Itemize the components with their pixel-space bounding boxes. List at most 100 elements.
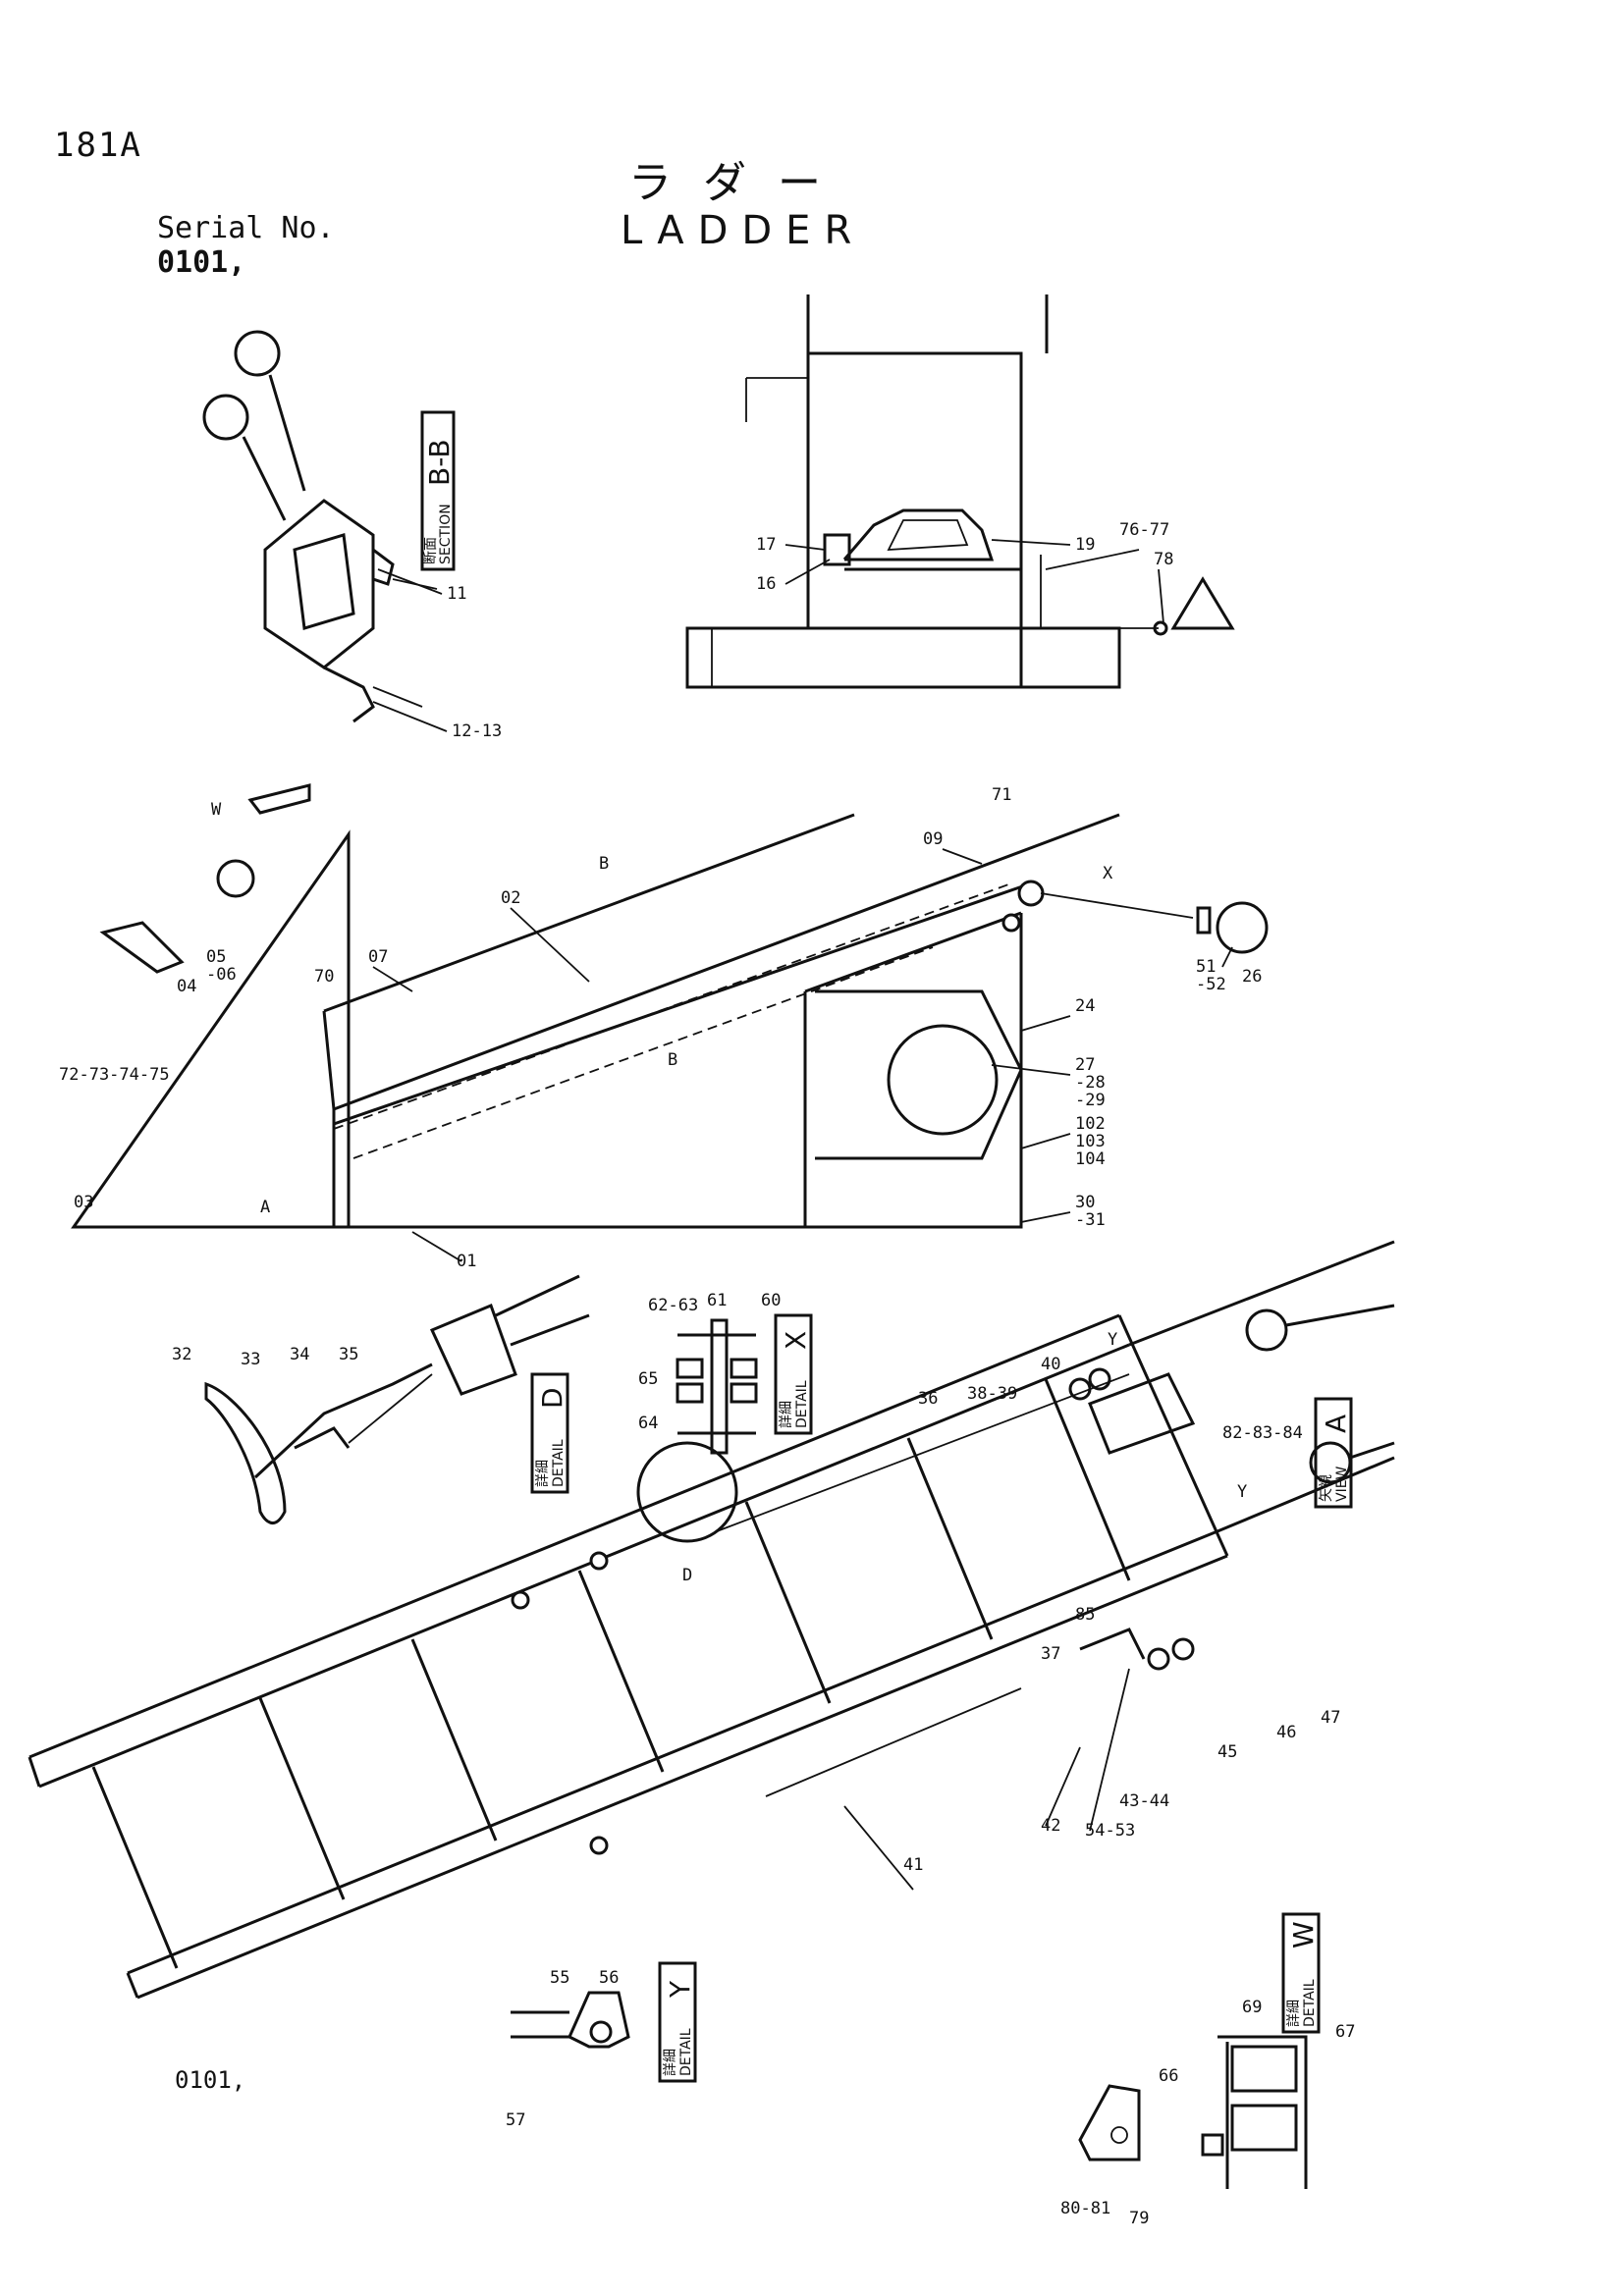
callout-80-81: 80-81 [1060, 2199, 1110, 2218]
callout-55: 55 [550, 1968, 569, 1988]
callout-07: 07 [368, 947, 388, 967]
detail-y-drawing [511, 1991, 630, 2049]
callout-57: 57 [506, 2110, 525, 2130]
callout-02: 02 [501, 888, 520, 908]
svg-text:詳細: 詳細 [1286, 2000, 1302, 2027]
section-bb-drawing [202, 330, 438, 723]
marker-b-2: B [668, 1050, 677, 1070]
callout-12-13: 12-13 [452, 721, 502, 741]
callout-79: 79 [1129, 2209, 1149, 2228]
callout-43-44: 43-44 [1119, 1791, 1169, 1811]
view-markers: W X Y Y D A B B [211, 800, 1247, 1585]
callout-34: 34 [290, 1345, 309, 1364]
view-a-label: 矢視 VIEW A [1314, 1397, 1353, 1509]
callout-35: 35 [339, 1345, 358, 1364]
leader-lines [372, 539, 1233, 1891]
title-english: LADDER [621, 208, 866, 253]
marker-b-1: B [599, 854, 609, 874]
callout-24: 24 [1075, 996, 1095, 1016]
callout-82-83-84: 82-83-84 [1222, 1423, 1303, 1443]
ladder-stowed-drawing [71, 783, 1269, 1229]
marker-y-1: Y [1108, 1330, 1117, 1350]
callout-69: 69 [1242, 1998, 1262, 2017]
detail-w-label: 詳細 DETAIL W [1281, 1912, 1321, 2034]
callout-78: 78 [1154, 550, 1173, 569]
callout-60: 60 [761, 1291, 781, 1310]
page-code: 181A [54, 126, 142, 165]
svg-text:SECTION: SECTION [438, 504, 454, 564]
detail-w-drawing [1078, 2035, 1308, 2189]
callout-27-28-29: 27-28-29 [1075, 1055, 1106, 1110]
callout-17: 17 [756, 535, 776, 555]
marker-y-2: Y [1237, 1482, 1247, 1502]
svg-text:DETAIL: DETAIL [794, 1380, 810, 1428]
callout-67: 67 [1335, 2022, 1355, 2042]
callout-30-31: 30-31 [1075, 1193, 1106, 1230]
callout-26: 26 [1242, 967, 1262, 987]
section-bb-label: 断面 SECTION B-B [420, 410, 456, 571]
detail-d-drawing [204, 1274, 590, 1524]
callout-16: 16 [756, 574, 776, 594]
svg-text:X: X [780, 1331, 812, 1350]
svg-text:Y: Y [664, 1980, 696, 1999]
callout-62-63: 62-63 [648, 1296, 698, 1315]
callout-85: 85 [1075, 1605, 1095, 1625]
svg-text:断面: 断面 [423, 537, 439, 564]
marker-d: D [682, 1566, 692, 1585]
svg-text:DETAIL: DETAIL [1302, 1979, 1318, 2027]
marker-w: W [211, 800, 222, 820]
callout-03: 03 [74, 1193, 93, 1212]
callout-46: 46 [1276, 1723, 1296, 1742]
callout-41: 41 [903, 1855, 923, 1875]
callout-45: 45 [1217, 1742, 1237, 1762]
svg-text:詳細: 詳細 [535, 1460, 551, 1487]
callout-70: 70 [314, 967, 334, 987]
detail-x-drawing [676, 1318, 758, 1455]
callout-61: 61 [707, 1291, 727, 1310]
serial-label: Serial No. [157, 211, 335, 245]
callout-65: 65 [638, 1369, 658, 1389]
svg-text:DETAIL: DETAIL [678, 2028, 694, 2076]
callout-54-53: 54-53 [1085, 1821, 1135, 1841]
callout-72-73-74-75: 72-73-74-75 [59, 1065, 170, 1085]
serial-value: 0101, [157, 245, 246, 280]
platform-top-view [685, 294, 1235, 689]
svg-text:D: D [536, 1387, 568, 1409]
callout-38-39: 38-39 [967, 1384, 1017, 1404]
title-japanese: ラダー [628, 158, 852, 208]
footer-serial: 0101, [175, 2066, 246, 2094]
callout-labels: 11 12-13 17 16 19 76-77 78 72-73-74-75 0… [59, 520, 1355, 2228]
detail-x-label: 詳細 DETAIL X [774, 1313, 813, 1435]
callout-66: 66 [1159, 2066, 1178, 2086]
svg-text:VIEW: VIEW [1334, 1466, 1350, 1502]
callout-47: 47 [1321, 1708, 1340, 1728]
detail-y-label: 詳細 DETAIL Y [658, 1961, 697, 2083]
marker-x: X [1103, 864, 1113, 883]
svg-text:DETAIL: DETAIL [551, 1439, 567, 1487]
callout-40: 40 [1041, 1355, 1060, 1374]
callout-32: 32 [172, 1345, 191, 1364]
callout-19: 19 [1075, 535, 1095, 555]
callout-76-77: 76-77 [1119, 520, 1169, 540]
callout-42: 42 [1041, 1816, 1060, 1836]
callout-05-06: 05-06 [206, 947, 237, 985]
svg-text:詳細: 詳細 [779, 1401, 794, 1428]
callout-01: 01 [457, 1252, 476, 1271]
svg-text:W: W [1287, 1921, 1320, 1949]
callout-04: 04 [177, 977, 196, 996]
callout-64: 64 [638, 1414, 658, 1433]
svg-text:B-B: B-B [423, 439, 456, 486]
ladder-extended-drawing [27, 1240, 1395, 2000]
detail-d-label: 詳細 DETAIL D [530, 1372, 569, 1494]
callout-11: 11 [447, 584, 466, 604]
callout-51-52: 51-52 [1196, 957, 1226, 994]
callout-71: 71 [992, 785, 1011, 805]
marker-a: A [260, 1198, 270, 1217]
svg-text:A: A [1320, 1415, 1352, 1433]
callout-09: 09 [923, 829, 943, 849]
callout-36: 36 [918, 1389, 938, 1409]
svg-text:矢視: 矢視 [1319, 1474, 1334, 1502]
callout-33: 33 [241, 1350, 260, 1369]
